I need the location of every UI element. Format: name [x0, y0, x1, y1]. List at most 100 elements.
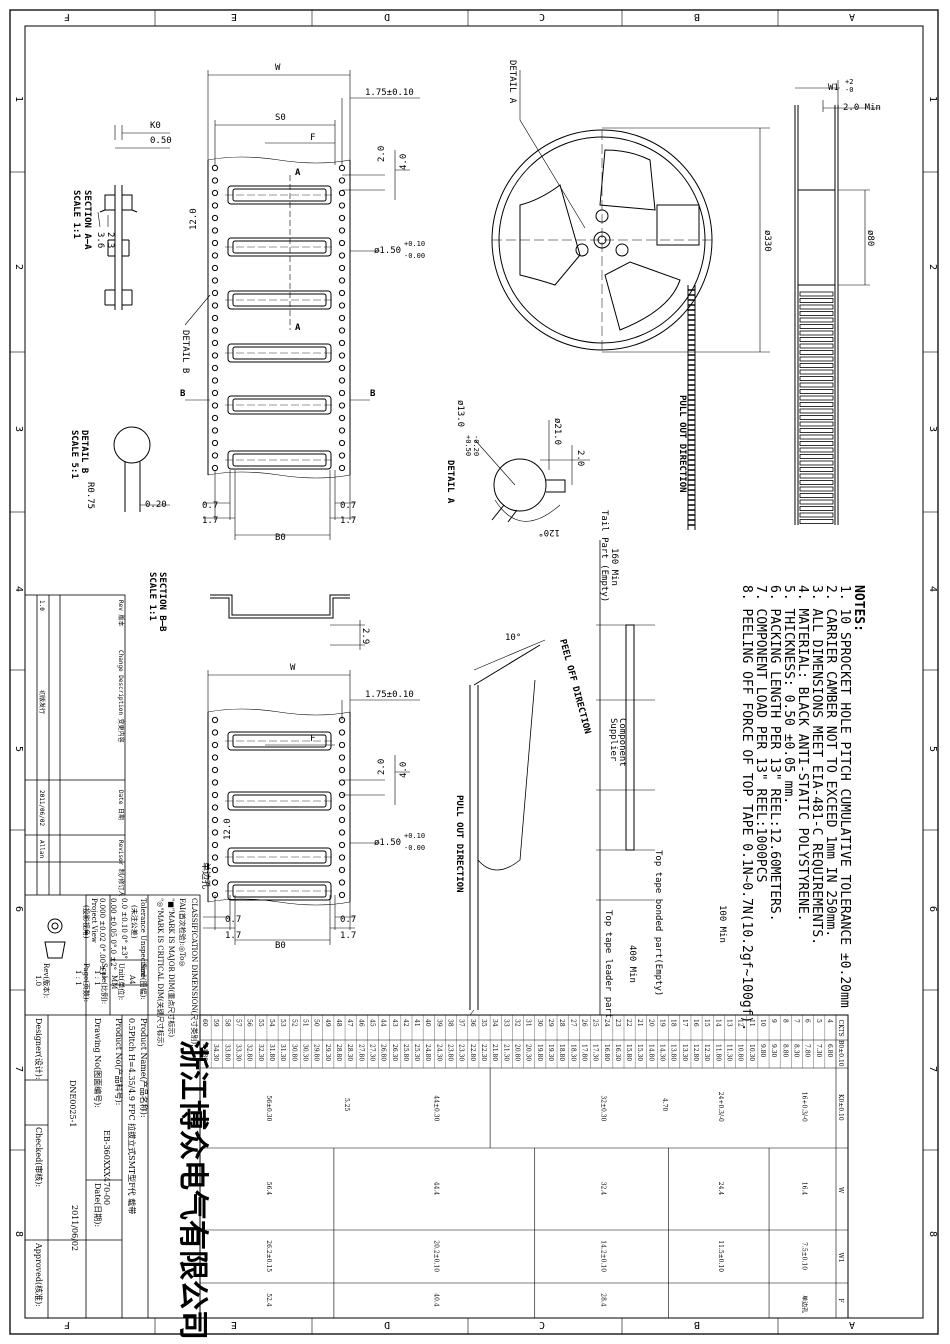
table-cell-ckts: 55 [257, 1019, 264, 1027]
detail-b-view [113, 426, 170, 512]
table-cell-ckts: 28 [558, 1019, 565, 1027]
bot-b0: B0 [275, 941, 286, 951]
bot-f: F [310, 734, 315, 744]
table-cell-b0: 6.80 [826, 1044, 833, 1058]
table-cell-b0: 10.80 [737, 1044, 744, 1061]
tail-min: 160 Min [609, 548, 619, 586]
frame-col-label-bottom: B [694, 1319, 700, 1330]
table-cell-b0: 8.80 [781, 1044, 788, 1058]
top-s0: S0 [275, 113, 286, 123]
table-cell-ckts: 35 [480, 1019, 487, 1027]
date-label: Date(日期): [93, 1183, 102, 1227]
table-cell-ckts: 5 [815, 1019, 822, 1023]
table-cell-ckts: 48 [335, 1019, 342, 1027]
section-b-b-labels: SECTION B–B SCALE 1:1 2.9 [147, 572, 370, 644]
section-aa-050: 0.50 [150, 136, 172, 146]
top-a-lower: A [295, 323, 301, 333]
top-20: 2.0 [377, 146, 387, 162]
rev-header: Rev 版本 [117, 600, 125, 626]
detail-a-20: 2.0 [575, 450, 585, 466]
top-17-left: 1.7 [202, 516, 218, 526]
table-cell-b0: 16.80 [603, 1044, 610, 1061]
detail-a-title: DETAIL A [445, 460, 455, 504]
section-aa-36: 3.6 [95, 232, 105, 248]
table-header: W1 [837, 1253, 844, 1263]
table-cell-b0: 19.30 [547, 1044, 554, 1061]
frame-row-label-right: 5 [927, 746, 938, 752]
table-cell-ckts: 10 [759, 1019, 766, 1027]
table-header: B0±0.10 [837, 1040, 844, 1067]
table-header: S0±0.10 [0, 0, 26, 2]
frame-col-label-bottom: A [849, 1319, 855, 1330]
reel-80: ø80 [865, 230, 875, 246]
product-no-label: Product No(产品料号): [114, 1018, 124, 1105]
table-cell-b0: 25.80 [402, 1044, 409, 1061]
frame-col-label-top: B [694, 11, 700, 22]
carrier-tape-top-view [207, 156, 351, 479]
rev-label: Rev(版本): [42, 963, 51, 998]
k0-label: K0 [150, 121, 161, 131]
table-cell-ckts: 6 [804, 1019, 811, 1023]
size-value: A4 [128, 974, 136, 985]
frame-row-label-right: 8 [927, 1231, 938, 1237]
table-cell-k0: 4.70 [661, 1098, 668, 1112]
frame-row-label-right: 7 [927, 1066, 938, 1072]
table-header: CKTS [837, 1020, 844, 1037]
table-header: K0±0.10 [837, 1094, 844, 1121]
table-cell-ckts: 7 [792, 1019, 799, 1023]
table-cell-ckts: 50 [313, 1019, 320, 1027]
table-cell-b0: 7.80 [804, 1044, 811, 1058]
table-cell-s0: 52.4 [265, 1293, 272, 1307]
table-cell-ckts: 4 [826, 1019, 833, 1023]
table-cell-b0: 14.80 [647, 1044, 654, 1061]
component-label: Component [617, 718, 627, 767]
detail-a-21: ø21.0 [552, 418, 562, 445]
section-bb-29: 2.9 [360, 628, 370, 644]
date-value: 2011/06/02 [70, 1205, 79, 1251]
note-item: 7. COMPONENT LOAD PER 13" REEL:1000PCS [753, 585, 768, 882]
table-cell-b0: 9.80 [759, 1044, 766, 1058]
table-cell-b0: 34.80 [201, 1044, 208, 1061]
note-item: 5. THICKNESS: 0.50 ±0.05 mm. [781, 585, 796, 804]
table-cell-b0: 29.80 [313, 1044, 320, 1061]
table-cell-ckts: 44 [380, 1019, 387, 1027]
scale-label: Scale(比例): [100, 963, 109, 1004]
table-cell-b0: 31.30 [279, 1044, 286, 1061]
table-cell-ckts: 13 [726, 1019, 733, 1027]
frame-col-label-bottom: E [231, 1319, 237, 1330]
dimension-table: CKTSB0±0.10K0±0.10WW1FS0±0.1046.8057.306… [0, 0, 849, 1319]
pull-out-direction: PULL OUT DIRECTION [454, 795, 464, 893]
notes-title: NOTES: [851, 585, 866, 632]
bot-07-right: 0.7 [340, 915, 356, 925]
table-cell-b0: 22.30 [480, 1044, 487, 1061]
tape-layout-diagram [469, 540, 655, 1016]
section-aa-title: SECTION A–A [82, 190, 92, 250]
table-cell-b0: 13.80 [670, 1044, 677, 1061]
table-cell-f: 26.2±0.15 [265, 1240, 272, 1272]
frame-row-label-right: 3 [927, 426, 938, 432]
table-cell-ckts: 15 [703, 1019, 710, 1027]
top-hole-tol-a: +0.10 [404, 240, 425, 248]
table-cell-b0: 11.30 [726, 1044, 733, 1061]
top-f: F [310, 133, 315, 143]
frame-row-label-left: 7 [13, 1066, 24, 1072]
frame-row-label-right: 1 [927, 96, 938, 102]
tape-top-labels: W S0 F 1.75±0.10 2.0 4.0 12.0 ø1.50 +0.1… [180, 63, 425, 543]
table-cell-ckts: 47 [346, 1019, 353, 1027]
projection-symbol [44, 918, 66, 959]
table-cell-ckts: 58 [223, 1019, 230, 1027]
major-mark-label: "■"MARK IS MAJOR DIM(重点尺寸标示) [167, 898, 176, 1037]
reel-330: ø330 [762, 230, 772, 252]
table-cell-w: 32±0.30 [600, 1095, 607, 1121]
table-cell-ckts: 29 [547, 1019, 554, 1027]
frame-row-label-right: 4 [927, 586, 938, 592]
table-cell-ckts: 33 [502, 1019, 509, 1027]
tolerance-cn: (未注公差) [130, 905, 139, 939]
table-cell-b0: 12.30 [703, 1044, 710, 1061]
table-cell-ckts: 27 [569, 1019, 576, 1027]
classification-label: CLASSIFICATION DIMENSION(尺寸类别): [190, 898, 199, 1047]
table-cell-b0: 16.30 [614, 1044, 621, 1061]
table-cell-ckts: 19 [659, 1019, 666, 1027]
drawing-no-value: DNE0025-1 [68, 1080, 77, 1127]
